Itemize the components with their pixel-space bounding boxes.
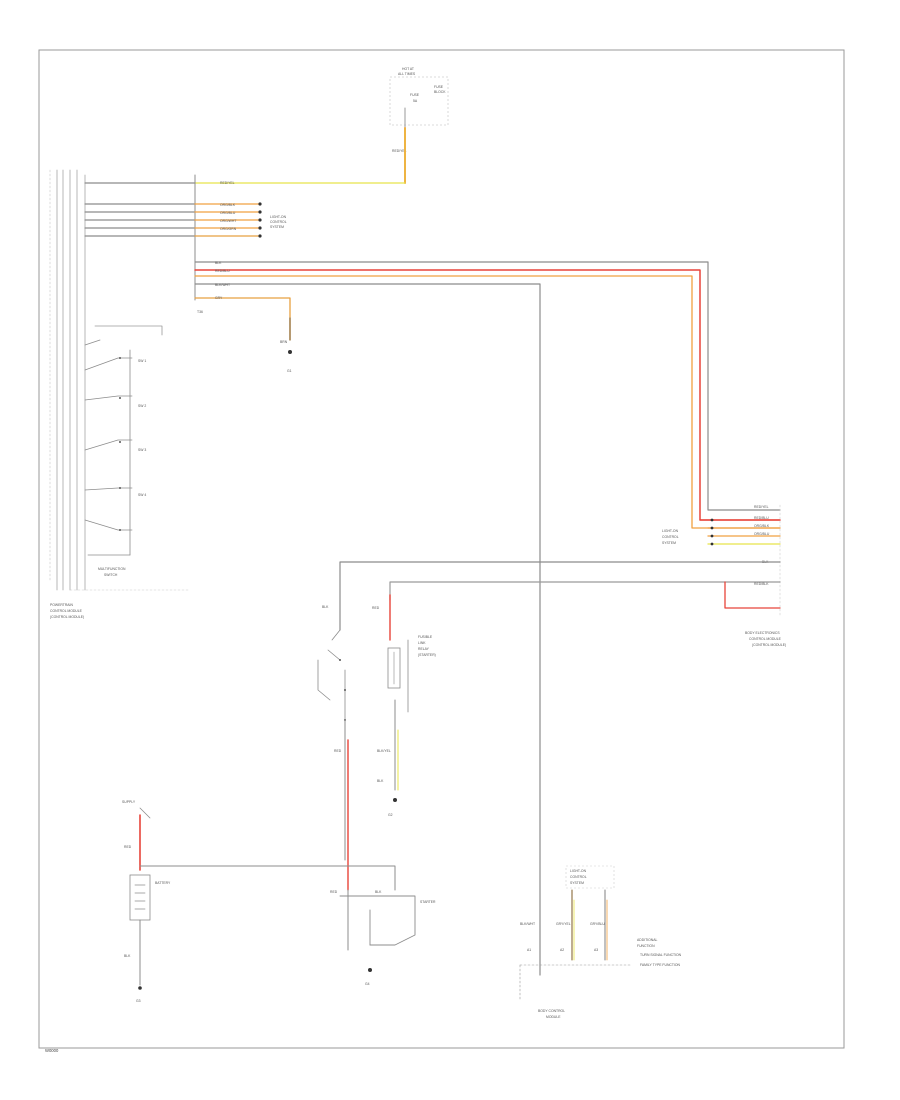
right-ctrl-label-3: SYSTEM [662,541,676,545]
bottom-module: LIGHT-ON CONTROL SYSTEM BLK/WHT GRY/YEL … [519,865,682,1019]
fuse-block: HOT AT ALL TIMES FUSE BLOCK FUSE 5A RED/… [389,67,449,153]
bottom-side-label-2: FUNCTION [637,944,655,948]
pcm-low-label-4: GRY [215,296,223,300]
bottom-wire-1: BLK/WHT [520,922,535,926]
pcm-low-label-2: RED/BLU [215,269,230,273]
switch-block-label-2: SWITCH [104,573,118,577]
ground-g1: BRN G1 [280,340,292,373]
bottom-func-label-1: TURN SIGNAL FUNCTION [640,953,682,957]
pcm-low-label-3: BLK/WHT [215,283,230,287]
diagram-frame [38,49,845,1049]
wire-blk-ign [339,561,781,631]
footer-code: W0000 [45,1048,59,1053]
ign-low-wire-2: BLK [377,779,384,783]
bottom-module-label-1: BODY CONTROL [538,1009,565,1013]
right-wire-3: ORG/BLK [754,524,770,528]
fuse-label: FUSE [410,93,420,97]
bottom-module-label-2: MODULE [546,1015,561,1019]
right-module-label-1: BODY ELECTRONICS [745,631,780,635]
ground-g1-label: G1 [287,369,292,373]
fusible-link: RED FUSIBLE LINK RELAY (STARTER) BLK/YEL… [372,606,436,817]
pcm-connector-id: T36 [197,310,203,314]
fuse-label-2: LINK [418,641,426,645]
switch-contact-4: SW 4 [138,493,146,497]
starter-ground: G4 [365,982,370,986]
bottom-wire-2: GRY/YEL [556,922,571,926]
switch-contact-3: SW 3 [138,448,146,452]
module-left-label-2: CONTROL MODULE [50,609,83,613]
ign-wire-bottom: RED [334,749,342,753]
right-wire-2: RED/BLU [754,516,769,520]
left-bus [49,169,86,591]
battery-label: BATTERY [155,881,171,885]
ign-ground: G2 [388,813,393,817]
right-wire-4: ORG/BLU [754,532,770,536]
module-left-label-1: POWERTRAIN [50,603,73,607]
pcm-low-label-1: BLK [215,261,222,265]
fuse-wire-label: RED/YEL [392,149,407,153]
right-module-label-3: (CONTROL MODULE) [752,643,786,647]
starter-label: STARTER [420,900,436,904]
bottom-side-label-1: ADDITIONAL [637,938,657,942]
bottom-header-1: LIGHT-ON [570,869,587,873]
bottom-wire-3: GRY/BLU [590,922,605,926]
pcm-connector: RED/YEL ORG/BLK ORG/BLU ORG/WHT ORG/GRN … [84,174,781,976]
battery-bottom-wire: BLK [124,954,131,958]
pcm-wire-label-top: RED/YEL [220,181,235,185]
switch-block-label-1: MULTIFUNCTION [98,567,126,571]
starter-wire-2: BLK [375,890,382,894]
ign-wire-top: BLK [322,605,329,609]
starter: RED BLK STARTER G4 [330,889,436,986]
hot-label-2: ALL TIMES [398,72,416,76]
bottom-header-3: SYSTEM [570,881,584,885]
battery-top-wire: RED [124,845,132,849]
ground-g1-wire: BRN [280,340,288,344]
right-module: RED/YEL RED/BLU ORG/BLK ORG/BLU BLK RED/… [662,504,786,647]
pcm-wire-label-mid-1: ORG/BLK [220,203,236,207]
bottom-pin-2: A2 [560,948,564,952]
switch-contact-1: SW 1 [138,359,146,363]
pcm-wire-label-mid-4: ORG/GRN [220,227,237,231]
fuse-label-1: FUSIBLE [418,635,433,639]
hot-label-1: HOT AT [402,67,414,71]
pcm-ctrl-label-1: LIGHT-ON [270,215,287,219]
pcm-wire-label-mid-2: ORG/BLU [220,211,236,215]
fuse-block-label-2: BLOCK [434,90,446,94]
battery-ground: G3 [136,999,141,1003]
module-left-label-3: (CONTROL MODULE) [50,615,84,619]
ignition-switch: BLK RED [317,605,349,891]
fuse-rating: 5A [413,99,418,103]
bottom-header-2: CONTROL [570,875,587,879]
battery: SUPPLY RED BATTERY BLK G3 [122,800,396,1003]
right-wire-1: RED/YEL [754,505,769,509]
switch-block: SW 1 SW 2 SW 3 SW 4 MULTIFUNCTION SWITCH [69,325,191,591]
ign-low-wire-1: BLK/YEL [377,749,391,753]
module-left-label: POWERTRAIN CONTROL MODULE (CONTROL MODUL… [50,603,84,619]
starter-wire-1: RED [330,890,338,894]
bottom-pin-3: A3 [594,948,598,952]
right-wire-6: RED/BLK [754,582,769,586]
wire-red-blk [389,581,781,601]
fuse-label-4: (STARTER) [418,653,436,657]
battery-top-label: SUPPLY [122,800,136,804]
bottom-func-label-2: FAMILY TYPE FUNCTION [640,963,680,967]
right-ctrl-label-1: LIGHT-ON [662,529,679,533]
pcm-ctrl-label-3: SYSTEM [270,225,284,229]
pcm-ctrl-label-2: CONTROL [270,220,287,224]
pcm-wire-label-mid-3: ORG/WHT [220,219,236,223]
right-ctrl-label-2: CONTROL [662,535,679,539]
fuse-block-label-1: FUSE [434,85,444,89]
bottom-pin-1: A1 [527,948,531,952]
switch-contact-2: SW 2 [138,404,146,408]
fuse-wire-label: RED [372,606,380,610]
right-module-label-2: CONTROL MODULE [749,637,782,641]
fuse-label-3: RELAY [418,647,430,651]
